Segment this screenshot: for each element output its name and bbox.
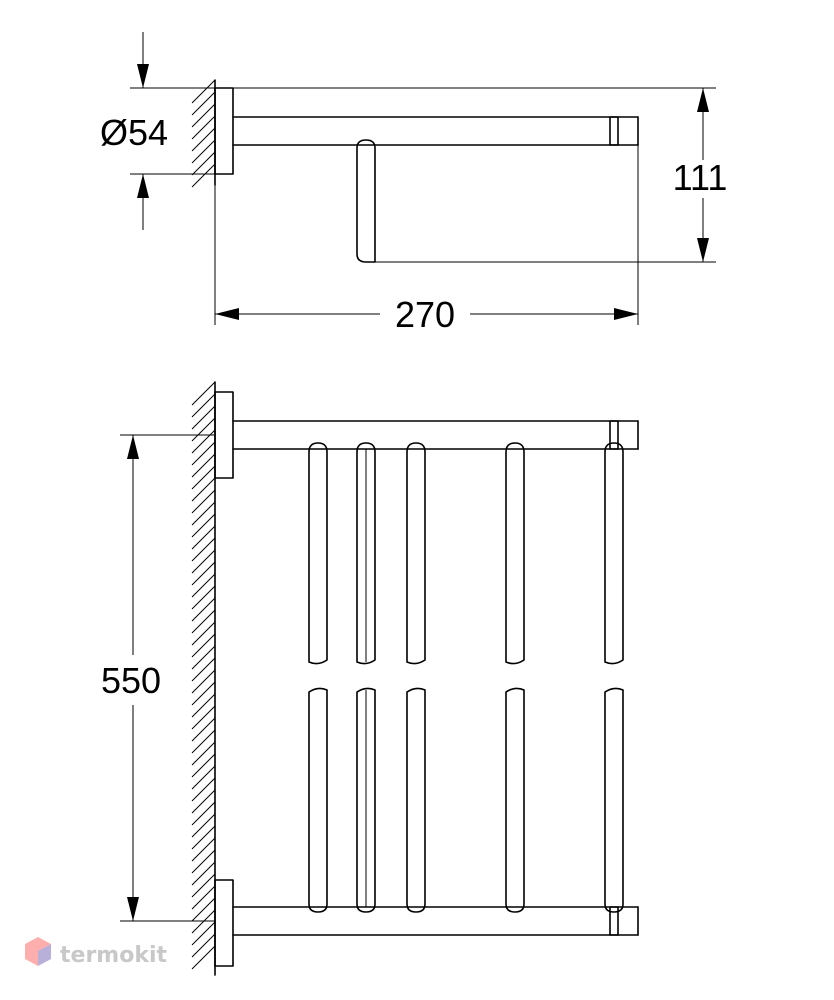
hatch-stroke xyxy=(191,765,216,790)
hatch-stroke xyxy=(191,885,216,910)
hatch-stroke xyxy=(191,525,216,550)
bar-upper-segment xyxy=(604,442,624,665)
hatch-stroke xyxy=(191,549,216,574)
hatch-stroke xyxy=(191,115,216,140)
hatch-stroke xyxy=(191,127,216,152)
wall-flange-lower xyxy=(214,879,234,967)
shelf-bar xyxy=(406,442,426,913)
hatch-stroke xyxy=(191,513,216,538)
dim-depth-label: 270 xyxy=(395,294,455,335)
hatch-stroke xyxy=(191,139,216,164)
hatch-stroke xyxy=(191,585,216,610)
hatch-stroke xyxy=(191,861,216,886)
shelf-bar xyxy=(308,442,328,913)
bar-lower-segment xyxy=(308,687,328,913)
hatch-stroke xyxy=(191,381,216,406)
watermark-text: termokit xyxy=(60,943,167,968)
hatch-stroke xyxy=(191,741,216,766)
bar-upper-segment xyxy=(356,442,376,665)
hatch-stroke xyxy=(191,477,216,502)
hatch-stroke xyxy=(191,645,216,670)
hatch-stroke xyxy=(191,837,216,862)
shelf-bars xyxy=(308,442,624,913)
hatch-stroke xyxy=(191,729,216,754)
hatch-stroke xyxy=(191,717,216,742)
shelf-bar xyxy=(505,442,525,913)
hatch-stroke xyxy=(191,609,216,634)
hatch-stroke xyxy=(191,897,216,922)
dim-550-arrow-bottom xyxy=(127,897,139,921)
hatch-stroke xyxy=(191,693,216,718)
bar-lower-segment xyxy=(604,687,624,913)
dim-111-arrow-bottom xyxy=(697,238,709,262)
hatch-stroke xyxy=(191,573,216,598)
hatch-stroke xyxy=(191,103,216,128)
shelf-bar xyxy=(356,442,376,913)
hatch-stroke xyxy=(191,621,216,646)
hatch-stroke xyxy=(191,849,216,874)
hatch-stroke xyxy=(191,163,216,188)
hanging-rod xyxy=(356,139,376,263)
wall-flange-upper xyxy=(214,391,234,479)
bar-upper-segment xyxy=(505,442,525,665)
hatch-stroke xyxy=(191,501,216,526)
hatch-stroke xyxy=(191,813,216,838)
bar-lower-segment xyxy=(406,687,426,913)
hatch-stroke xyxy=(191,801,216,826)
dim-270-arrow-left xyxy=(215,308,239,320)
wall-flange-top xyxy=(214,87,234,175)
hatch-stroke xyxy=(191,705,216,730)
hatch-stroke xyxy=(191,151,216,176)
hatch-stroke xyxy=(191,405,216,430)
bar-lower-segment xyxy=(356,687,376,913)
hatch-stroke xyxy=(191,753,216,778)
bar-upper-segment xyxy=(308,442,328,665)
shelf-bar xyxy=(604,442,624,913)
hatch-stroke xyxy=(191,417,216,442)
hatch-stroke xyxy=(191,789,216,814)
hatch-stroke xyxy=(191,429,216,454)
hatch-stroke xyxy=(191,91,216,116)
bar-lower-segment xyxy=(505,687,525,913)
upper-rail-end-cap xyxy=(609,420,619,450)
hatch-stroke xyxy=(191,933,216,958)
hatch-stroke xyxy=(191,489,216,514)
watermark-logo-icon xyxy=(25,937,51,966)
bar-upper-segment xyxy=(406,442,426,665)
hatch-stroke xyxy=(191,669,216,694)
hatch-stroke xyxy=(191,561,216,586)
hatch-stroke xyxy=(191,657,216,682)
hatch-stroke xyxy=(191,453,216,478)
plan-view: 550 xyxy=(101,381,639,976)
lower-rail-end-cap xyxy=(609,906,619,936)
hatch-stroke xyxy=(191,921,216,946)
hatch-stroke xyxy=(191,393,216,418)
dim-dia-arrow-bottom xyxy=(137,174,149,198)
hatch-stroke xyxy=(191,681,216,706)
dim-270-arrow-right xyxy=(614,308,638,320)
hatch-stroke xyxy=(191,825,216,850)
wall-hatch-top xyxy=(191,79,216,188)
wall-hatch-bottom xyxy=(191,381,216,970)
hatch-stroke xyxy=(191,79,216,104)
hatch-stroke xyxy=(191,537,216,562)
dim-dia-arrow-top xyxy=(137,64,149,88)
side-view: 111 Ø54 270 xyxy=(100,32,727,335)
dim-height-label: 111 xyxy=(673,157,728,198)
hatch-stroke xyxy=(191,945,216,970)
dim-diameter-label: Ø54 xyxy=(100,112,168,153)
hatch-stroke xyxy=(191,597,216,622)
hatch-stroke xyxy=(191,777,216,802)
dim-111-arrow-top xyxy=(697,88,709,112)
watermark: termokit xyxy=(25,937,167,968)
dim-550-arrow-top xyxy=(127,435,139,459)
dim-length-label: 550 xyxy=(101,660,161,701)
hatch-stroke xyxy=(191,441,216,466)
hatch-stroke xyxy=(191,633,216,658)
hatch-stroke xyxy=(191,465,216,490)
hatch-stroke xyxy=(191,873,216,898)
rail-end-cap xyxy=(609,116,619,146)
